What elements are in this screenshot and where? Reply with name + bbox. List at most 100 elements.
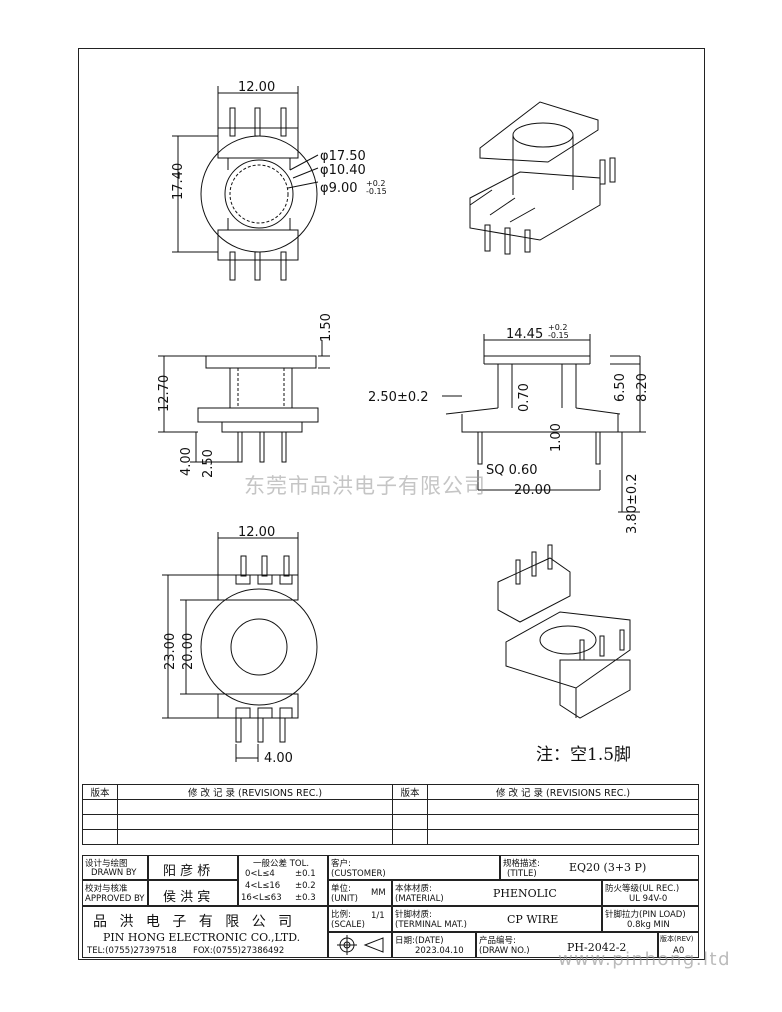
drawn-by-en: DRAWN BY: [91, 868, 137, 878]
company-en: PIN HONG ELECTRONIC CO.,LTD.: [103, 931, 301, 944]
material-val: PHENOLIC: [493, 887, 557, 900]
dim-d-inner: φ9.00: [320, 181, 358, 196]
drawn-by-label: 设计与绘图 DRAWN BY: [82, 855, 148, 880]
dim-side-height: 12.70: [157, 375, 172, 412]
website-watermark: www.pinhong.ltd: [558, 949, 732, 970]
date-cell: 日期:(DATE) 2023.04.10: [392, 932, 476, 958]
customer-en: (CUSTOMER): [331, 869, 386, 879]
top-view: [172, 86, 319, 281]
title-cn: 规格描述:: [503, 859, 540, 869]
approved-label: 校对与核准 APPROVED BY: [82, 880, 148, 906]
title-cell: 规格描述: (TITLE) EQ20 (3+3 P): [500, 855, 699, 880]
tolerance-box: 一般公差 TOL. 0<L≤4 ±0.1 4<L≤16 ±0.2 16<L≤63…: [238, 855, 328, 906]
rev-col: 版本: [82, 784, 118, 800]
pinload-cell: 针脚拉力(PIN LOAD) 0.8kg MIN: [602, 906, 699, 932]
dim-d-outer: φ17.50: [320, 149, 366, 164]
customer-cell: 客户: (CUSTOMER): [328, 855, 500, 880]
dim-front-pin-len: 3.80±0.2: [625, 473, 640, 534]
table-row: [82, 799, 699, 815]
ul-val: UL 94V-0: [629, 894, 668, 904]
dim-front-h1: 6.50: [613, 373, 628, 402]
date-val: 2023.04.10: [415, 946, 464, 956]
rev-val: A0: [673, 946, 685, 956]
drawno-cell: 产品编号: (DRAW NO.) PH-2042-2: [476, 932, 658, 958]
approved-name-text: 侯 洪 宾: [163, 890, 211, 905]
front-view: [442, 334, 646, 513]
company-tel: TEL:(0755)27397518: [87, 946, 177, 956]
table-row: [82, 814, 699, 830]
scale-cell: 比例: (SCALE) 1/1: [328, 906, 392, 932]
tol-val: ±0.3: [295, 893, 316, 903]
unit-val: MM: [371, 888, 386, 898]
note: 注：空1.5脚: [536, 745, 632, 765]
tol-range: 0<L≤4: [245, 869, 275, 879]
terminal-val: CP WIRE: [507, 913, 559, 926]
watermark: 东莞市品洪电子有限公司: [244, 474, 486, 498]
iso-view-bottom: [497, 544, 631, 719]
tol-val: ±0.1: [295, 869, 316, 879]
revisions-header: 版本 修 改 记 录 (REVISIONS REC.) 版本 修 改 记 录 (…: [82, 784, 699, 800]
dim-bottom-h2: 20.00: [181, 633, 196, 670]
dim-front-h2: 8.20: [635, 373, 650, 402]
projection-symbol: [328, 932, 392, 958]
drawno-en: (DRAW NO.): [479, 946, 530, 956]
dim-front-pin: SQ 0.60: [486, 463, 538, 478]
scale-val: 1/1: [371, 911, 385, 921]
rev-cn: 版本(REV): [660, 935, 694, 943]
dim-front-wall: 0.70: [517, 383, 532, 412]
rev-col: 版本: [392, 784, 428, 800]
tol-minus: -0.15: [366, 187, 387, 196]
dim-bottom-width: 12.00: [238, 525, 275, 540]
tol-title: 一般公差 TOL.: [253, 859, 310, 869]
dim-bottom-h1: 23.00: [163, 633, 178, 670]
approved-name: 侯 洪 宾: [148, 880, 238, 906]
pinload-val: 0.8kg MIN: [627, 920, 670, 930]
company-cell: 品 洪 电 子 有 限 公 司 PIN HONG ELECTRONIC CO.,…: [82, 906, 328, 958]
approved-en: APPROVED BY: [85, 894, 145, 904]
dim-top-width: 12.00: [238, 80, 275, 95]
material-en: (MATERIAL): [395, 894, 444, 904]
bottom-view: [162, 532, 318, 762]
drawno-cn: 产品编号:: [479, 936, 516, 946]
terminal-cn: 针脚材质:: [395, 910, 432, 920]
scale-en: (SCALE): [331, 920, 365, 930]
tol-minus: -0.15: [548, 331, 569, 340]
company-fax: FOX:(0755)27386492: [193, 946, 285, 956]
dim-front-flange: 2.50±0.2: [368, 390, 429, 405]
dim-front-inner: 14.45: [506, 327, 543, 342]
company-cn: 品 洪 电 子 有 限 公 司: [93, 914, 297, 930]
iso-view-top: [469, 101, 616, 255]
terminal-cell: 针脚材质: (TERMINAL MAT.) CP WIRE: [392, 906, 602, 932]
title-en: (TITLE): [507, 869, 537, 879]
rec-col: 修 改 记 录 (REVISIONS REC.): [427, 784, 699, 800]
dim-d-mid: φ10.40: [320, 163, 366, 178]
approved-cn: 校对与核准: [85, 884, 128, 894]
unit-cell: 单位: (UNIT) MM: [328, 880, 392, 906]
dim-side-gap: 1.50: [319, 313, 334, 342]
dim-front-base: 1.00: [549, 423, 564, 452]
rev-cell: 版本(REV) A0: [658, 932, 699, 958]
dim-side-pin2: 2.50: [201, 449, 216, 478]
side-view: [158, 340, 330, 463]
dim-top-height: 17.40: [171, 163, 186, 200]
projection-icon: [337, 935, 384, 955]
drawn-by-name: 阳 彦 桥: [148, 855, 238, 880]
table-row: [82, 829, 699, 845]
title-block: 设计与绘图 DRAWN BY 阳 彦 桥 一般公差 TOL. 0<L≤4 ±0.…: [82, 855, 699, 958]
tol-range: 16<L≤63: [241, 893, 282, 903]
dim-side-pin: 4.00: [179, 447, 194, 476]
material-cn: 本体材质:: [395, 884, 432, 894]
rec-col: 修 改 记 录 (REVISIONS REC.): [117, 784, 393, 800]
drawno-val: PH-2042-2: [567, 941, 627, 954]
drawing-frame: [78, 48, 705, 960]
tol-val: ±0.2: [295, 881, 316, 891]
tol-plus: +0.2: [548, 323, 567, 332]
terminal-en: (TERMINAL MAT.): [395, 920, 467, 930]
dim-bottom-pitch: 4.00: [264, 751, 293, 766]
unit-en: (UNIT): [331, 894, 358, 904]
drawn-by-name-text: 阳 彦 桥: [163, 864, 211, 879]
dim-front-width: 20.00: [514, 483, 551, 498]
drawn-by-cn: 设计与绘图: [85, 859, 128, 869]
customer-cn: 客户:: [331, 859, 351, 869]
